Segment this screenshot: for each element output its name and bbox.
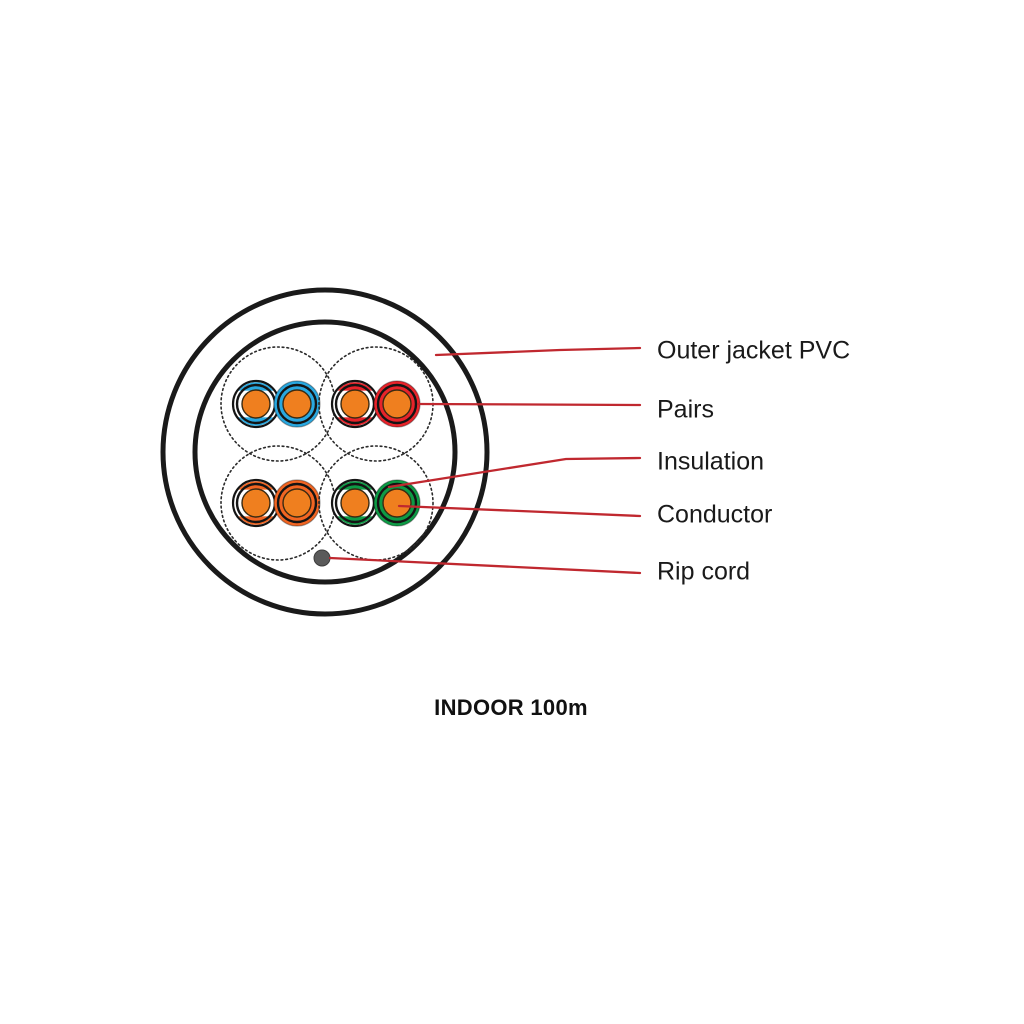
- leader-line-outer-jacket: [434, 346, 642, 357]
- stripe-group-wire-white-red: [333, 382, 377, 426]
- wire-wire-white-orange: [231, 478, 281, 528]
- stripe-group-wire-white-green: [333, 481, 377, 525]
- twisted-pair-pair-orange: [220, 445, 336, 561]
- conductor-wire-white-red: [341, 390, 369, 418]
- stripe-bottom-wire-white-green: [333, 516, 377, 525]
- stripe-group-wire-white-blue: [234, 382, 278, 426]
- wire-wire-white-green: [330, 478, 380, 528]
- twisted-pairs-layer: [220, 346, 434, 561]
- conductor-outline-wire-white-orange: [241, 488, 271, 518]
- conductor-wire-green: [383, 489, 411, 517]
- leader-line-insulation: [387, 456, 642, 489]
- conductor-outline-wire-white-red: [340, 389, 370, 419]
- insulation-wall-wire-orange: [276, 482, 318, 524]
- twisted-pair-pair-green: [318, 445, 434, 561]
- stripe-bottom-wire-white-orange: [234, 516, 278, 525]
- conductor-wire-blue: [283, 390, 311, 418]
- conductor-outline-wire-white-blue: [241, 389, 271, 419]
- figure-caption: INDOOR 100m: [434, 695, 588, 720]
- outer-jacket-inner-ring: [192, 319, 458, 585]
- stripe-top-wire-white-green: [333, 481, 377, 490]
- stripe-bottom-wire-white-red: [333, 417, 377, 426]
- leader-line-conductor: [397, 504, 642, 518]
- stripe-bottom-wire-white-blue: [234, 417, 278, 426]
- outer-jacket-outer-ring: [160, 287, 490, 617]
- callout-label-pairs: Pairs: [657, 396, 714, 424]
- conductor-wire-white-green: [341, 489, 369, 517]
- wire-wire-blue: [273, 380, 321, 428]
- conductor-wire-white-orange: [242, 489, 270, 517]
- wire-wire-red: [373, 380, 421, 428]
- insulation-wall-wire-red: [376, 383, 418, 425]
- callout-label-rip-cord: Rip cord: [657, 558, 750, 586]
- leader-line-pairs: [417, 402, 642, 407]
- insulation-wall-wire-green: [376, 482, 418, 524]
- conductor-wire-white-blue: [242, 390, 270, 418]
- callout-label-conductor: Conductor: [657, 501, 772, 529]
- insulation-wall-wire-blue: [276, 383, 318, 425]
- outer-jacket-group: [160, 287, 490, 617]
- twisted-pair-pair-red: [318, 346, 434, 462]
- leader-line-rip-cord: [328, 556, 642, 575]
- twisted-pair-pair-blue: [220, 346, 336, 462]
- callout-label-insulation: Insulation: [657, 448, 764, 476]
- insulation-outline-wire-blue: [273, 380, 321, 428]
- wire-wire-white-red: [330, 379, 380, 429]
- conductor-outline-wire-green: [382, 488, 412, 518]
- callout-label-outer-jacket: Outer jacket PVC: [657, 337, 850, 365]
- conductor-outline-wire-blue: [282, 389, 312, 419]
- insulation-outline-wire-green: [373, 479, 421, 527]
- insulation-outline-wire-orange: [273, 479, 321, 527]
- stripe-top-wire-white-red: [333, 382, 377, 391]
- conductor-wire-red: [383, 390, 411, 418]
- stripe-top-wire-white-orange: [234, 481, 278, 490]
- stripe-top-wire-white-blue: [234, 382, 278, 391]
- callout-leader-lines: [328, 346, 642, 575]
- wire-wire-white-blue: [231, 379, 281, 429]
- wire-wire-orange: [273, 479, 321, 527]
- stripe-group-wire-white-orange: [234, 481, 278, 525]
- wire-wire-green: [373, 479, 421, 527]
- conductor-outline-wire-white-green: [340, 488, 370, 518]
- rip-cord-dot: [313, 549, 331, 567]
- conductor-outline-wire-orange: [282, 488, 312, 518]
- conductor-outline-wire-red: [382, 389, 412, 419]
- conductor-wire-orange: [283, 489, 311, 517]
